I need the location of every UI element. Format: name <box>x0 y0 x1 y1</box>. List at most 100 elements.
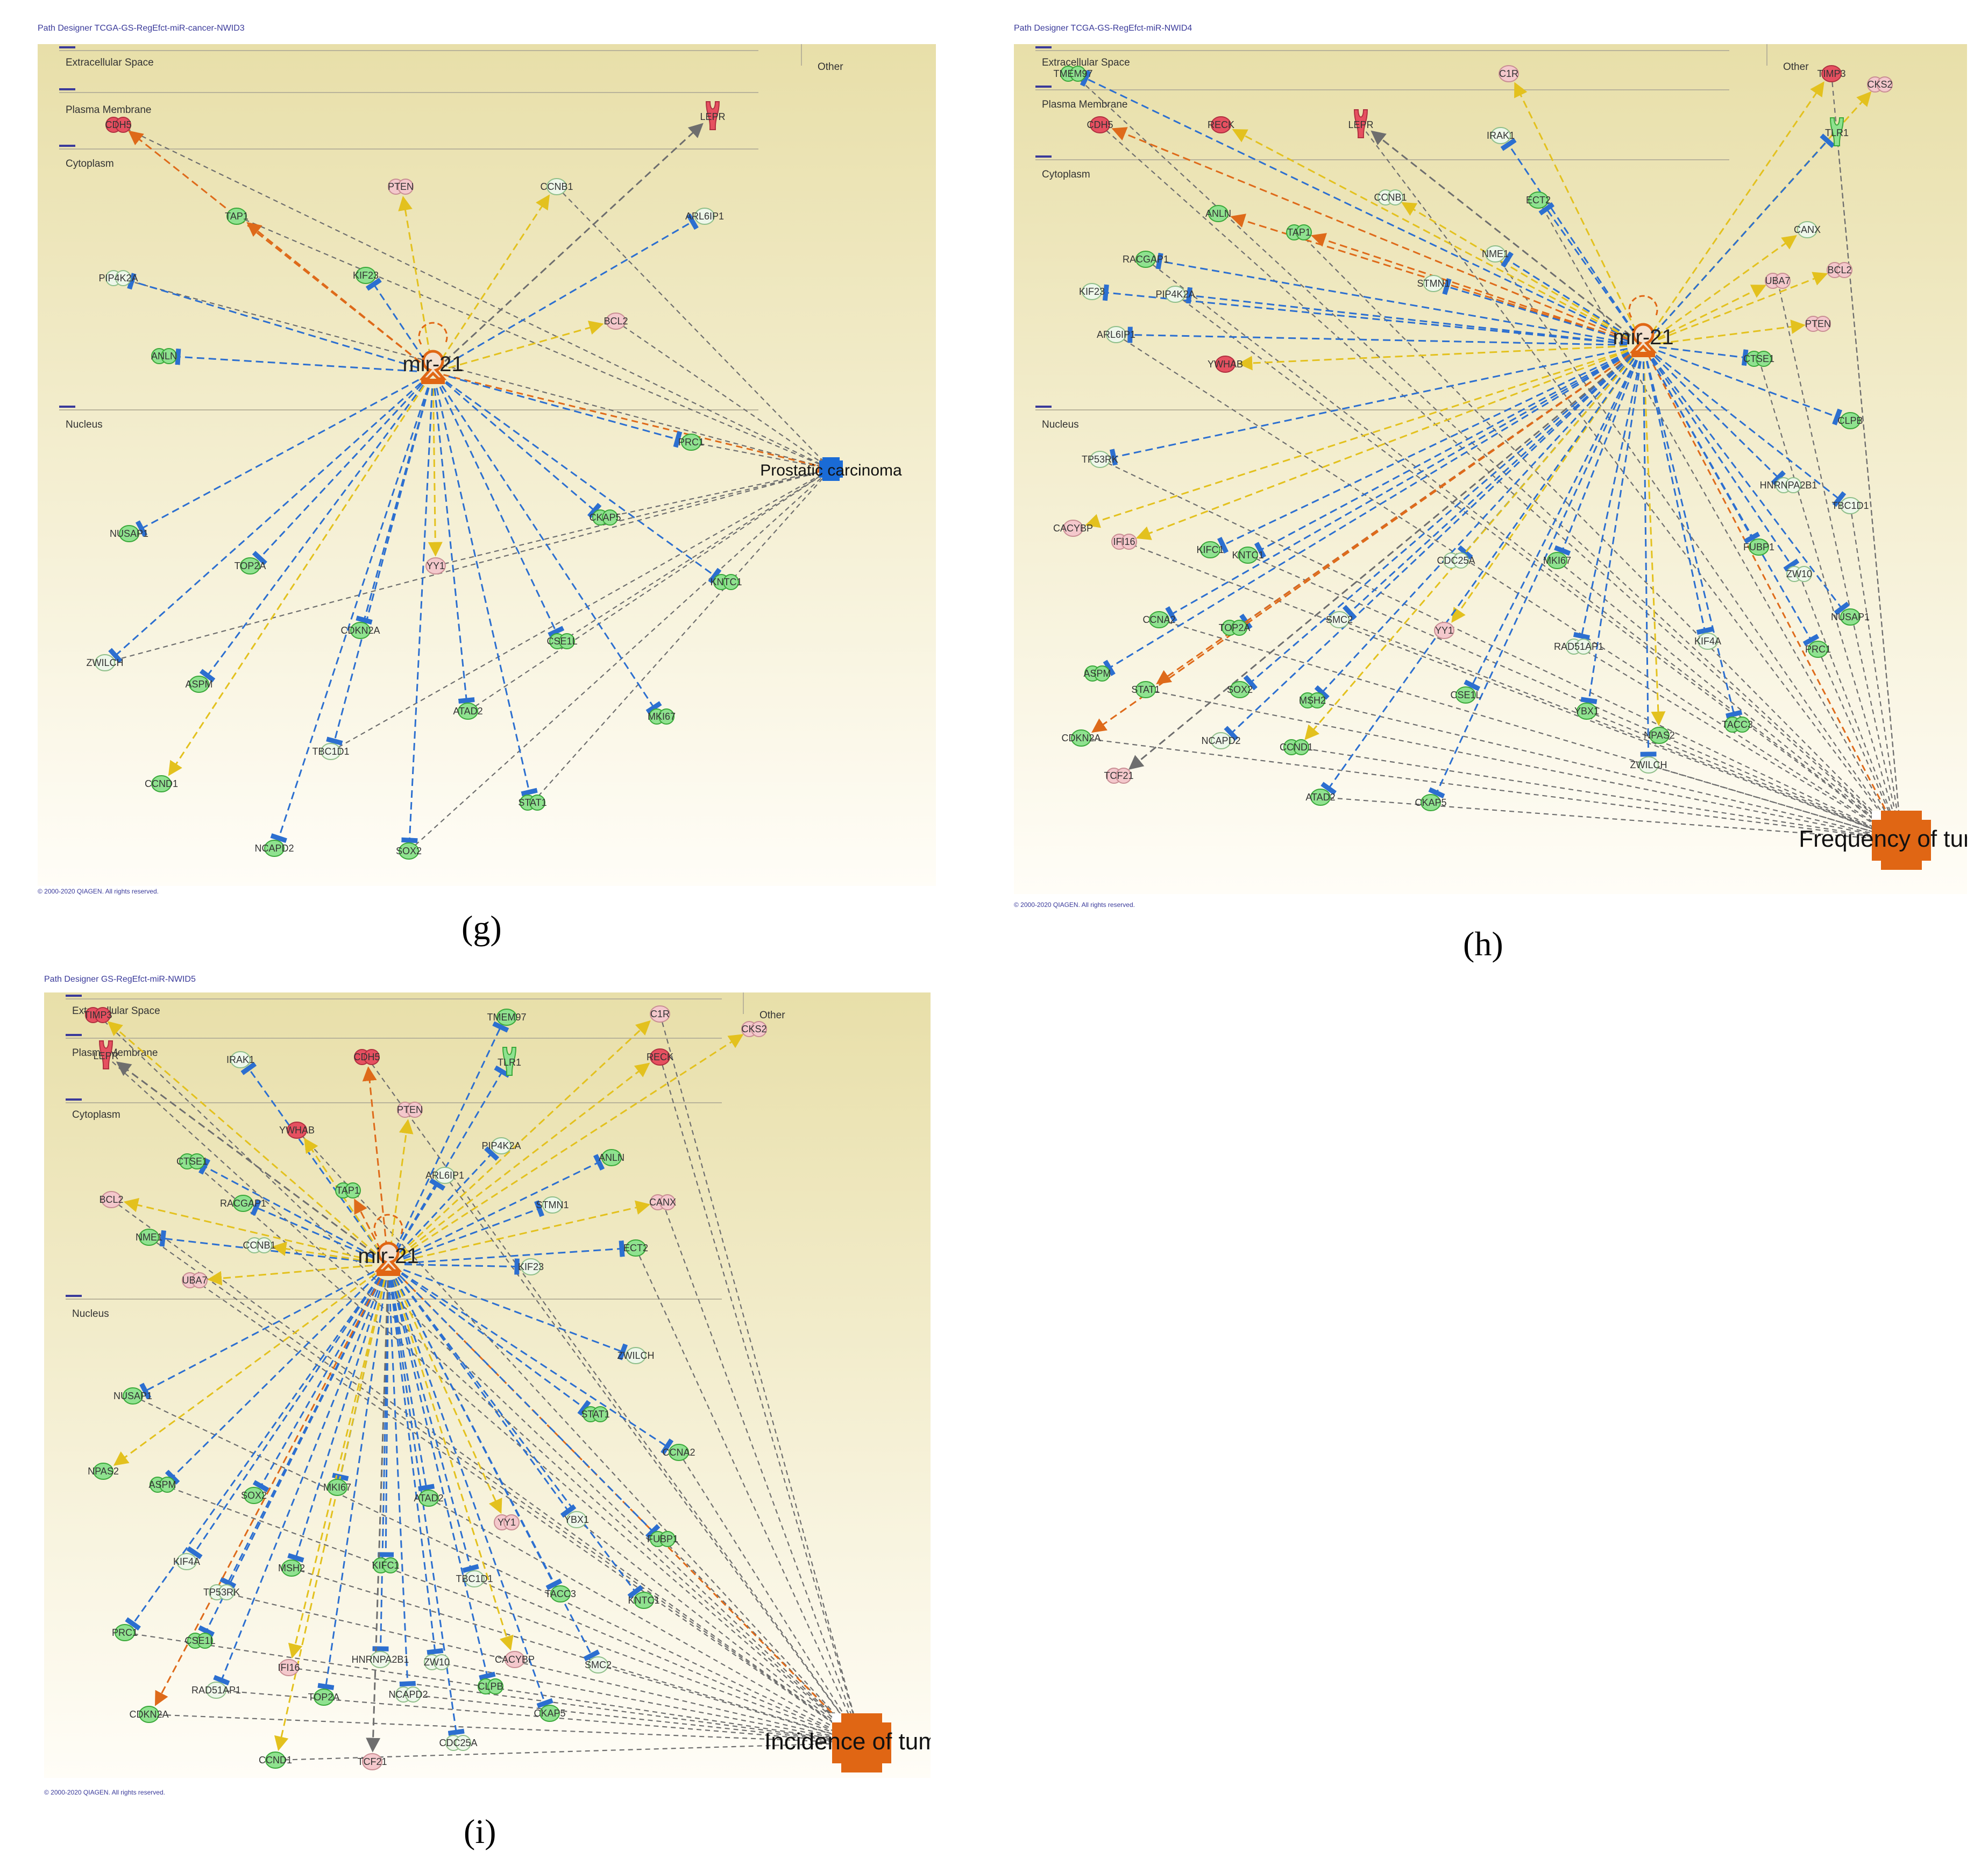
node-ctse1[interactable]: CTSE1 <box>1743 351 1774 367</box>
node-atad2[interactable]: ATAD2 <box>414 1490 444 1507</box>
node-cdc25a[interactable]: CDC25A <box>1437 552 1475 569</box>
node-ccna2[interactable]: CCNA2 <box>1142 611 1176 628</box>
node-sox2[interactable]: SOX2 <box>396 842 422 860</box>
node-clpb[interactable]: CLPB <box>478 1678 503 1694</box>
node-timp3[interactable]: TIMP3 <box>83 1007 112 1023</box>
node-tbc1d1[interactable]: TBC1D1 <box>312 743 350 760</box>
node-ckap5[interactable]: CKAP5 <box>534 1705 566 1722</box>
node-c1r[interactable]: C1R <box>650 1005 670 1023</box>
node-yy1[interactable]: YY1 <box>425 557 446 575</box>
node-prc1[interactable]: PRC1 <box>1805 641 1831 658</box>
node-stmn1[interactable]: STMN1 <box>536 1196 569 1214</box>
node-canx[interactable]: CANX <box>1794 221 1821 238</box>
node-arl6ip1[interactable]: ARL6IP1 <box>425 1167 464 1184</box>
node-npas2[interactable]: NPAS2 <box>88 1463 119 1480</box>
node-lepr[interactable]: LEPR <box>93 1040 119 1069</box>
node-ccnb1[interactable]: CCNB1 <box>243 1237 276 1253</box>
node-pip4k2a[interactable]: PIP4K2A <box>98 270 138 286</box>
node-ncapd2[interactable]: NCAPD2 <box>388 1686 428 1703</box>
node-tcf21[interactable]: TCF21 <box>357 1753 387 1770</box>
node-aspm[interactable]: ASPM <box>148 1477 176 1493</box>
node-atad2[interactable]: ATAD2 <box>453 703 483 720</box>
node-nme1[interactable]: NME1 <box>136 1229 162 1246</box>
hub-mirna-node[interactable]: mir-21 <box>402 322 464 384</box>
node-pip4k2a[interactable]: PIP4K2A <box>1155 286 1195 303</box>
node-tlr1[interactable]: TLR1 <box>1825 117 1849 146</box>
node-cks2[interactable]: CKS2 <box>1867 76 1893 93</box>
node-stat1[interactable]: STAT1 <box>1131 681 1160 698</box>
node-pip4k2a[interactable]: PIP4K2A <box>481 1137 521 1154</box>
node-prc1[interactable]: PRC1 <box>112 1624 138 1641</box>
node-irak1[interactable]: IRAK1 <box>1487 127 1515 144</box>
node-cdh5[interactable]: CDH5 <box>105 117 132 133</box>
node-pten[interactable]: PTEN <box>388 179 414 195</box>
node-hnrnpa2b1[interactable]: HNRNPA2B1 <box>1760 477 1817 493</box>
node-aspm[interactable]: ASPM <box>1083 665 1111 682</box>
node-kntc1[interactable]: KNTC1 <box>710 574 742 590</box>
node-nusap1[interactable]: NUSAP1 <box>1831 608 1870 626</box>
node-lepr[interactable]: LEPR <box>700 101 726 130</box>
node-tcf21[interactable]: TCF21 <box>1104 768 1134 784</box>
node-ctse1[interactable]: CTSE1 <box>176 1153 208 1169</box>
node-stmn1[interactable]: STMN1 <box>1417 275 1450 292</box>
node-top2a[interactable]: TOP2A <box>1219 620 1251 636</box>
node-uba7[interactable]: UBA7 <box>182 1272 208 1288</box>
node-lepr[interactable]: LEPR <box>1348 109 1374 138</box>
node-kifc1[interactable]: KIFC1 <box>1196 541 1224 558</box>
node-ect2[interactable]: ECT2 <box>623 1239 648 1257</box>
node-aspm[interactable]: ASPM <box>185 676 213 693</box>
node-ccna2[interactable]: CCNA2 <box>662 1444 695 1461</box>
node-zwilch[interactable]: ZWILCH <box>87 654 124 671</box>
node-zwilch[interactable]: ZWILCH <box>1630 756 1667 774</box>
node-ckap5[interactable]: CKAP5 <box>589 509 621 526</box>
node-tacc3[interactable]: TACC3 <box>545 1585 576 1602</box>
node-arl6ip1[interactable]: ARL6IP1 <box>685 208 724 225</box>
node-pten[interactable]: PTEN <box>397 1102 423 1118</box>
node-nusap1[interactable]: NUSAP1 <box>113 1387 152 1405</box>
node-reck[interactable]: RECK <box>1208 116 1234 133</box>
node-ywhab[interactable]: YWHAB <box>279 1122 315 1139</box>
node-racgap1[interactable]: RACGAP1 <box>220 1195 266 1212</box>
target-function-node[interactable]: Prostatic carcinoma <box>760 457 902 481</box>
node-kntc1[interactable]: KNTC1 <box>1232 547 1264 564</box>
node-msh2[interactable]: MSH2 <box>278 1559 305 1577</box>
node-tbc1d1[interactable]: TBC1D1 <box>456 1570 493 1587</box>
target-function-node[interactable]: Incidence of tumor <box>764 1713 931 1772</box>
target-function-node[interactable]: Frequency of tumor <box>1799 811 1967 870</box>
node-kif23[interactable]: KIF23 <box>353 267 379 284</box>
node-cse1l[interactable]: CSE1L <box>184 1633 216 1649</box>
node-smc2[interactable]: SMC2 <box>585 1656 612 1674</box>
node-nusap1[interactable]: NUSAP1 <box>110 525 148 542</box>
node-tp53rk[interactable]: TP53RK <box>203 1584 240 1600</box>
node-atad2[interactable]: ATAD2 <box>1305 789 1336 806</box>
node-cse1l[interactable]: CSE1L <box>1450 686 1481 704</box>
node-cdh5[interactable]: CDH5 <box>1087 116 1113 133</box>
node-c1r[interactable]: C1R <box>1499 65 1519 82</box>
node-zw10[interactable]: ZW10 <box>424 1654 450 1670</box>
node-cdkn2a[interactable]: CDKN2A <box>129 1706 169 1723</box>
node-cdkn2a[interactable]: CDKN2A <box>1061 729 1101 747</box>
node-nme1[interactable]: NME1 <box>1482 245 1509 263</box>
node-clpb[interactable]: CLPB <box>1837 412 1863 429</box>
node-kif4a[interactable]: KIF4A <box>1694 633 1721 650</box>
node-stat1[interactable]: STAT1 <box>581 1406 610 1422</box>
node-kif4a[interactable]: KIF4A <box>173 1553 200 1570</box>
node-timp3[interactable]: TIMP3 <box>1817 65 1846 82</box>
node-ccnd1[interactable]: CCND1 <box>1280 739 1313 755</box>
node-cdkn2a[interactable]: CDKN2A <box>340 622 380 639</box>
node-fubp1[interactable]: FUBP1 <box>647 1531 678 1547</box>
node-tmem97[interactable]: TMEM97 <box>487 1009 527 1026</box>
node-npas2[interactable]: NPAS2 <box>1644 727 1675 744</box>
node-uba7[interactable]: UBA7 <box>1765 273 1791 289</box>
node-yy1[interactable]: YY1 <box>494 1514 520 1530</box>
node-rad51ap1[interactable]: RAD51AP1 <box>191 1682 241 1699</box>
node-ccnd1[interactable]: CCND1 <box>145 775 178 792</box>
node-ifi16[interactable]: IFI16 <box>278 1659 300 1676</box>
node-yy1[interactable]: YY1 <box>1434 622 1454 639</box>
node-tp53rk[interactable]: TP53RK <box>1082 451 1118 468</box>
node-mki67[interactable]: MKI67 <box>1543 552 1571 569</box>
node-rad51ap1[interactable]: RAD51AP1 <box>1554 639 1603 655</box>
node-arl6ip1[interactable]: ARL6IP1 <box>1097 326 1135 343</box>
node-ccnd1[interactable]: CCND1 <box>259 1752 292 1769</box>
node-racgap1[interactable]: RACGAP1 <box>1123 251 1169 268</box>
